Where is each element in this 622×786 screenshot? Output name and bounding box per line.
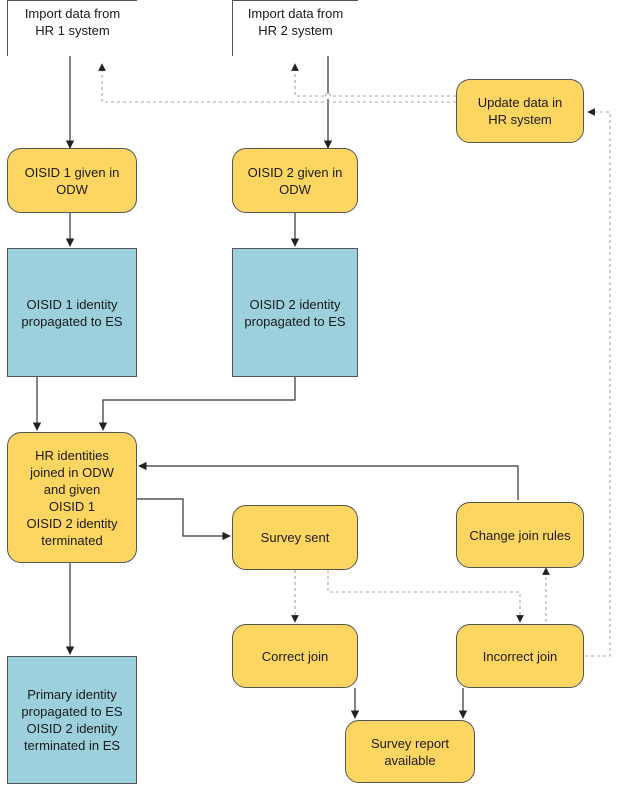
update-hr-system-node: Update data in HR system [456,79,584,143]
oisid2-given-node: OISID 2 given in ODW [232,148,358,213]
change-join-rules-node: Change join rules [456,502,584,568]
survey-report-node: Survey report available [345,720,475,783]
edge-update-to-import2 [291,63,456,97]
correct-join-node: Correct join [232,624,358,688]
hr-identities-joined-node: HR identities joined in ODW and given OI… [7,432,137,563]
edge-update-to-import1 [98,63,456,103]
survey-sent-node: Survey sent [232,505,358,570]
oisid2-propagated-node: OISID 2 identity propagated to ES [232,248,358,377]
import-hr1-system-node: Import data from HR 1 system [7,0,137,56]
line-crossing-hop [324,92,332,97]
line-crossing-gap [325,93,331,99]
oisid1-propagated-node: OISID 1 identity propagated to ES [7,248,137,377]
edge-joined-to-survey [137,498,231,541]
edge-survey-to-incorrect [327,570,524,623]
primary-identity-node: Primary identity propagated to ES OISID … [7,656,137,784]
edge-incorrect-to-update [585,108,611,657]
import-hr2-system-node: Import data from HR 2 system [232,0,358,56]
edge-es2-to-joined [98,377,296,431]
oisid1-given-node: OISID 1 given in ODW [7,148,137,213]
incorrect-join-node: Incorrect join [456,624,584,688]
edge-change-to-joined [138,461,519,500]
